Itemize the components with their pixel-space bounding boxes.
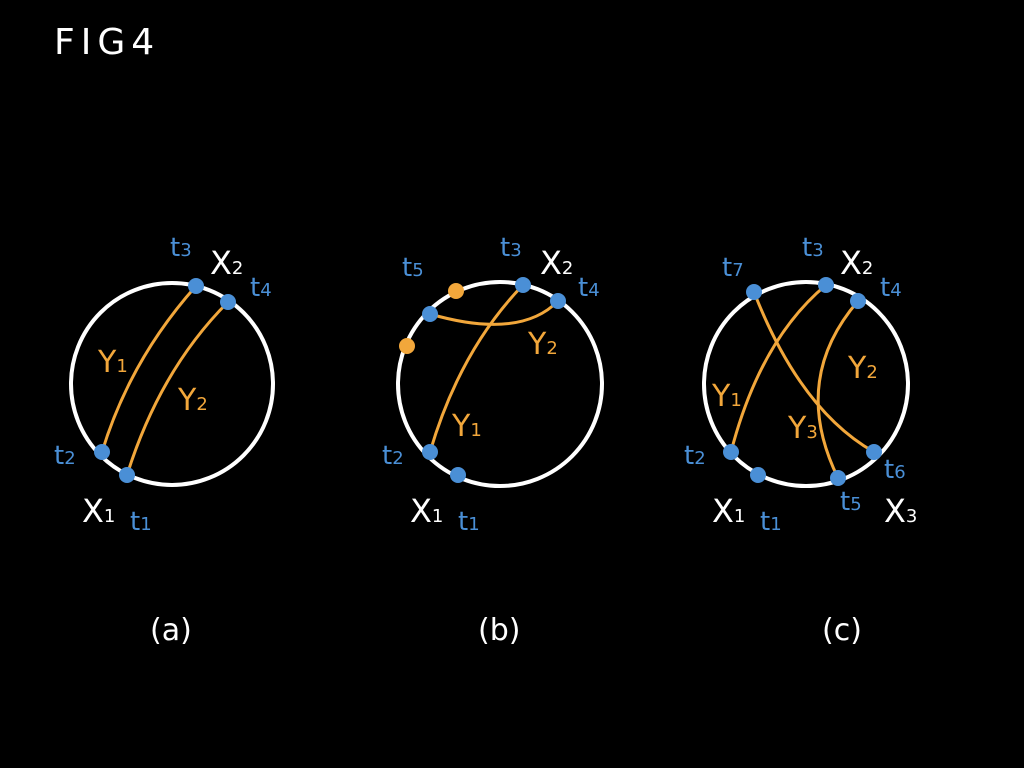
panel-c-node-t5 [830, 470, 846, 486]
panel-c-chord-y3 [752, 290, 876, 454]
panel-b-node-t1 [450, 467, 466, 483]
panel-b-node-orange-left [399, 338, 415, 354]
panel-a: t3 X2 t4 t2 X1 t1 Y1 Y2 (a) [54, 233, 275, 648]
panel-b-node-t5 [422, 306, 438, 322]
panel-b-label-y1: Y1 [451, 409, 482, 444]
panel-b-node-t3 [515, 277, 531, 293]
panel-c-label-y1: Y1 [711, 379, 742, 414]
panel-a-caption: (a) [150, 613, 192, 648]
panel-c-label-t4: t4 [880, 273, 902, 303]
panel-c-label-t1: t1 [760, 507, 782, 537]
panel-a-label-y2: Y2 [177, 383, 208, 418]
panel-c-label-t3: t3 [802, 233, 824, 263]
panel-b-label-t4: t4 [578, 273, 600, 303]
panel-c-label-x1: X1 [712, 492, 745, 530]
panel-c-circle [702, 280, 910, 488]
panel-b-chord-y2 [428, 299, 560, 326]
panel-a-label-y1: Y1 [97, 345, 128, 380]
panel-b-node-t2 [422, 444, 438, 460]
panel-c-node-t4 [850, 293, 866, 309]
panel-b-label-t2: t2 [382, 441, 404, 471]
panel-b: t5 t3 X2 t4 Y2 Y1 t2 X1 t1 (b) [382, 233, 604, 648]
panel-a-circle [69, 281, 275, 487]
panel-a-label-x2: X2 [210, 244, 243, 282]
panel-a-chord-y2 [125, 300, 230, 477]
panel-a-label-x1: X1 [82, 492, 115, 530]
panel-c-node-t2 [723, 444, 739, 460]
panel-c-chord-y2 [816, 299, 860, 480]
panel-b-chord-y1 [428, 283, 525, 454]
panel-c-chord-y1 [729, 283, 828, 454]
panel-c-label-x3: X3 [884, 492, 917, 530]
panel-c-node-t6 [866, 444, 882, 460]
panel-b-label-t1: t1 [458, 507, 480, 537]
panel-b-label-t5: t5 [402, 253, 424, 283]
panel-a-label-t2: t2 [54, 441, 76, 471]
panel-c-node-t1 [750, 467, 766, 483]
panel-c-label-y2: Y2 [847, 351, 878, 386]
panel-a-label-t3: t3 [170, 233, 192, 263]
panel-b-label-x2: X2 [540, 244, 573, 282]
panel-a-label-t1: t1 [130, 507, 152, 537]
panel-a-chord-y1 [100, 284, 198, 454]
panel-c-label-t6: t6 [884, 455, 906, 485]
panel-c-node-t3 [818, 277, 834, 293]
panel-b-label-x1: X1 [410, 492, 443, 530]
panel-a-label-t4: t4 [250, 273, 272, 303]
panel-c: t7 t3 X2 t4 Y2 Y1 Y3 t2 t6 t5 X1 t1 X3 (… [684, 233, 917, 648]
panel-b-node-t4 [550, 293, 566, 309]
panel-b-label-y2: Y2 [527, 327, 558, 362]
panel-c-label-t7: t7 [722, 253, 744, 283]
panel-b-node-orange-top [448, 283, 464, 299]
panel-a-node-t3 [188, 278, 204, 294]
panel-c-label-y3: Y3 [787, 411, 818, 446]
panel-c-caption: (c) [822, 613, 862, 648]
panel-c-label-x2: X2 [840, 244, 873, 282]
panel-c-label-t2: t2 [684, 441, 706, 471]
panel-c-label-t5: t5 [840, 487, 862, 517]
panel-a-node-t4 [220, 294, 236, 310]
panel-a-node-t1 [119, 467, 135, 483]
panel-b-circle [396, 280, 604, 488]
panel-b-caption: (b) [478, 613, 520, 648]
panel-a-node-t2 [94, 444, 110, 460]
panel-b-label-t3: t3 [500, 233, 522, 263]
panel-c-node-t7 [746, 284, 762, 300]
figure-title: FIG4 [54, 22, 160, 63]
